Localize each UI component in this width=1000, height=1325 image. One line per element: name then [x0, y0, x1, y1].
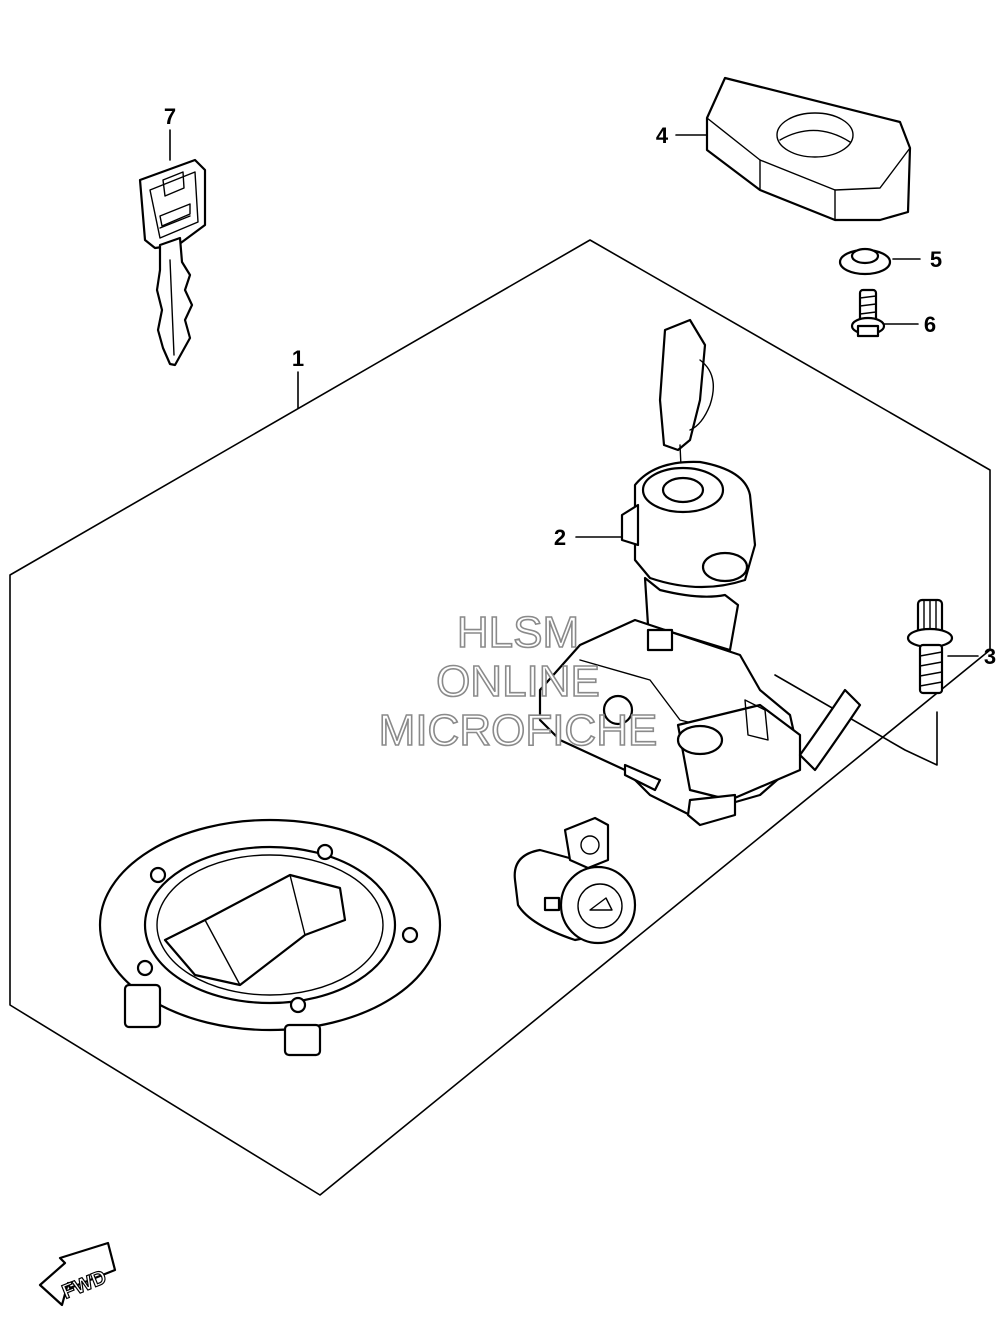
part-label-5: 5: [930, 247, 942, 272]
part-labels: 1 2 3 4 5 6 7: [164, 104, 996, 669]
part-label-1: 1: [292, 346, 304, 371]
watermark-line-1: HLSM: [457, 608, 579, 657]
fuel-cap-ring: [98, 818, 442, 1057]
part-label-7: 7: [164, 104, 176, 129]
bolt-part-3: [906, 598, 954, 695]
cover-part-4: [705, 76, 912, 222]
watermark-line-3: MICROFICHE: [379, 706, 658, 755]
kit-outline: [9, 239, 991, 1196]
part-label-3: 3: [984, 644, 996, 669]
ignition-switch-part-2: [538, 318, 862, 827]
key-part-7: [138, 158, 207, 367]
watermark: HLSM ONLINE MICROFICHE: [378, 607, 658, 756]
fwd-arrow: FWD: [38, 1241, 117, 1307]
watermark-line-2: ONLINE: [436, 657, 600, 706]
part-label-2: 2: [554, 525, 566, 550]
seat-lock-cylinder: [513, 816, 637, 945]
part-label-4: 4: [656, 123, 669, 148]
washer-part-5: [838, 247, 892, 276]
part-label-6: 6: [924, 312, 936, 337]
bolt-part-6: [850, 288, 886, 338]
